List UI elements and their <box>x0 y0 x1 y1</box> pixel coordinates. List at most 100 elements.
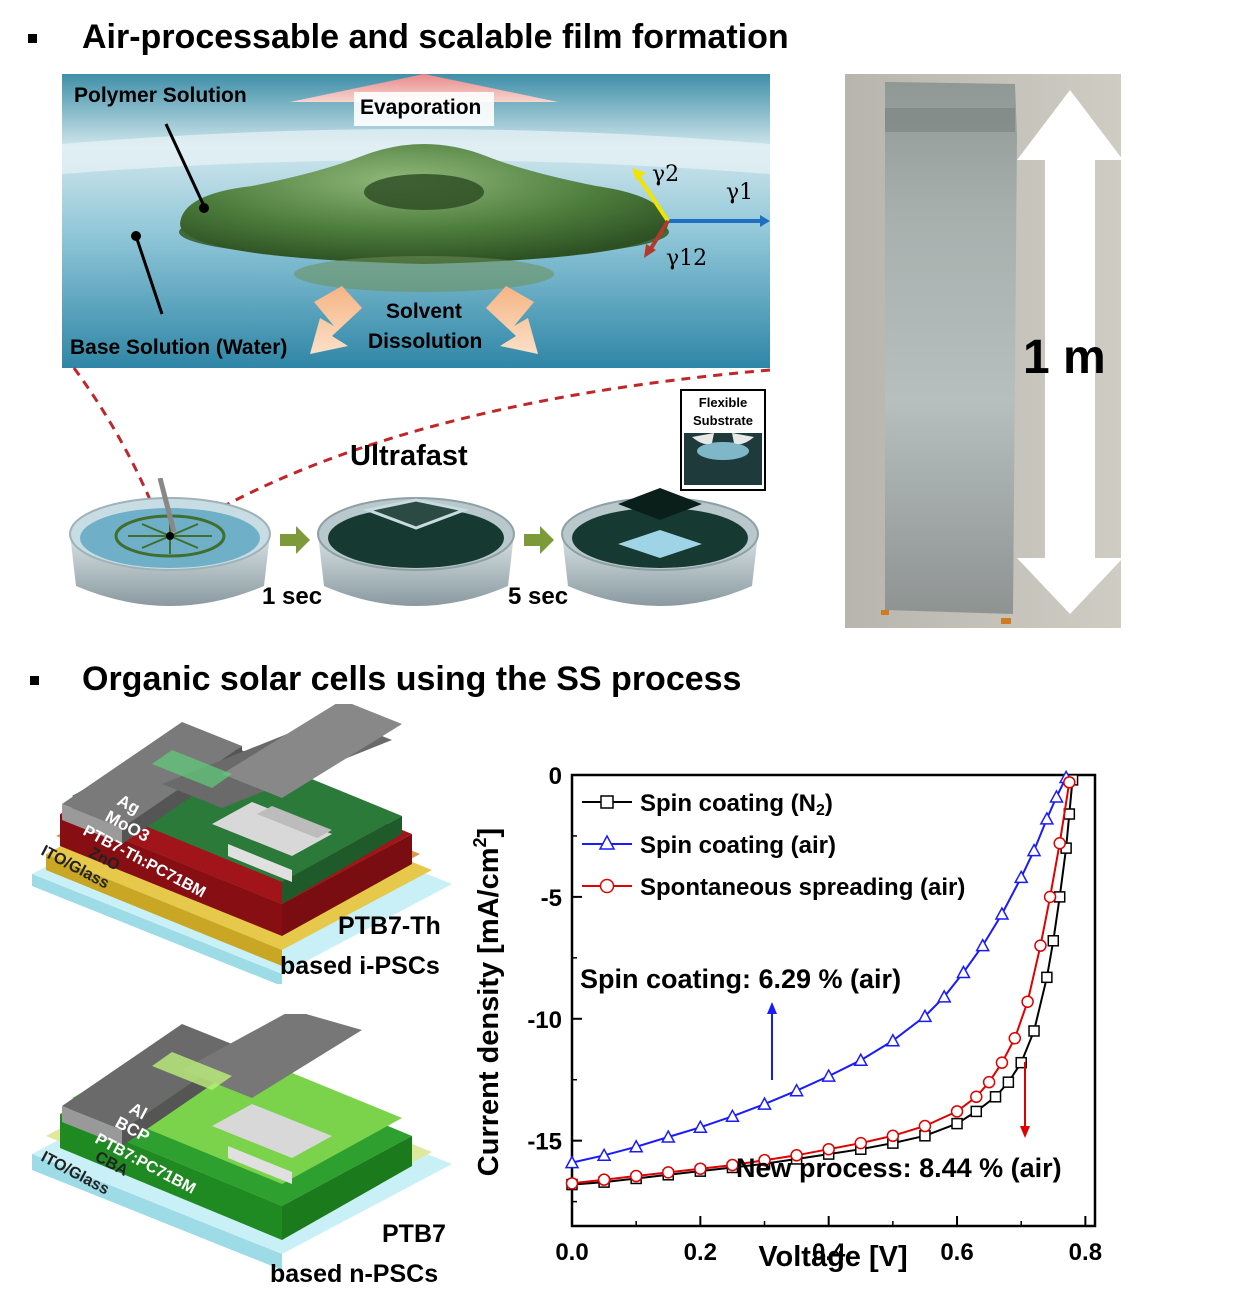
data-point-triangle <box>757 1096 772 1110</box>
data-point-triangle <box>956 964 971 979</box>
spreading-diagram: Polymer Solution Evaporation Base Soluti… <box>62 74 770 368</box>
data-point-triangle <box>975 938 990 952</box>
data-point-circle <box>790 1149 803 1162</box>
series-line-2 <box>571 782 1071 1185</box>
data-point-circle <box>726 1158 739 1172</box>
data-point-triangle <box>1026 843 1042 857</box>
solvent-arrow-left <box>310 286 362 354</box>
data-point-triangle <box>885 1033 901 1047</box>
polymer-solution-label: Polymer Solution <box>74 84 247 107</box>
gamma2-vector <box>636 174 670 223</box>
x-tick-label: 0.2 <box>684 1239 717 1266</box>
data-point-circle <box>629 1169 643 1183</box>
data-point-square <box>1041 971 1053 984</box>
x-axis-label: Voltage [V] <box>758 1241 907 1273</box>
data-point-triangle <box>789 1083 804 1097</box>
legend: Spin coating (N2) Spin coating (air) Spo… <box>582 790 965 901</box>
data-point-triangle <box>917 1008 933 1023</box>
data-point-circle <box>758 1153 771 1167</box>
legend-item-ss: Spontaneous spreading (air) <box>582 874 965 901</box>
flexible-substrate-inset: Flexible Substrate <box>680 389 766 491</box>
petri-dish-sequence <box>69 478 759 606</box>
data-point-triangle <box>564 1155 580 1169</box>
x-tick-label: 0.4 <box>812 1239 846 1266</box>
device1-caption-line2: based i-PSCs <box>280 952 440 980</box>
gamma12-vector <box>648 219 670 252</box>
flexible-substrate-icon <box>684 433 762 485</box>
data-point-square <box>1002 1076 1015 1088</box>
data-point-circle <box>886 1129 900 1143</box>
scale-label: 1 m <box>1023 331 1106 384</box>
petri-dish-initial <box>69 478 271 606</box>
data-point-circle <box>1053 837 1066 850</box>
data-point-triangle <box>660 1129 676 1143</box>
data-point-square <box>1028 1025 1040 1037</box>
section-heading-film-formation: Air-processable and scalable film format… <box>82 18 789 56</box>
data-point-square <box>970 1105 983 1118</box>
data-point-triangle <box>994 906 1010 920</box>
data-point-circle <box>1021 995 1034 1008</box>
plot-frame <box>570 773 1097 1228</box>
annotation-new-process: New process: 8.44 % (air) <box>736 1153 1062 1183</box>
x-tick-label: 0.6 <box>940 1239 973 1266</box>
data-point-square <box>1047 935 1060 947</box>
device-structure-i-psc: Ag MoO3 PTB7-Th:PC71BM ZnO ITO/Glass <box>32 704 452 984</box>
petri-dish-5sec <box>561 488 759 606</box>
polymer-pointer-line <box>164 123 206 207</box>
ultrafast-label: Ultrafast <box>350 440 468 472</box>
data-point-triangle <box>1049 789 1064 803</box>
base-solution-label: Base Solution (Water) <box>70 336 288 359</box>
y-axis-label: Current density [mA/cm2] <box>470 828 505 1176</box>
device2-caption-line1: PTB7 <box>382 1220 446 1248</box>
data-point-triangle <box>853 1052 869 1066</box>
y-tick-label: -10 <box>527 1007 562 1034</box>
data-point-circle <box>1008 1032 1022 1045</box>
annotation-spin-coating: Spin coating: 6.29 % (air) <box>580 964 901 994</box>
bullet-marker-1 <box>28 34 37 43</box>
data-point-circle <box>662 1166 675 1179</box>
scale-double-arrow <box>1017 90 1123 614</box>
legend-label-n2: Spin coating (N2) <box>640 790 833 819</box>
solvent-label: Solvent <box>386 300 462 323</box>
data-point-triangle <box>628 1139 644 1153</box>
x-tick-label: 0.8 <box>1069 1239 1102 1266</box>
data-point-circle <box>854 1136 868 1150</box>
substrate-label: Substrate <box>693 413 753 428</box>
y-tick-label: -15 <box>527 1129 562 1156</box>
spreading-diagram-svg <box>62 74 770 368</box>
data-point-circle <box>970 1090 983 1104</box>
data-point-circle <box>918 1119 932 1133</box>
data-point-triangle <box>821 1068 836 1082</box>
film-strip <box>885 82 1017 614</box>
device2-caption-line2: based n-PSCs <box>270 1260 439 1288</box>
series-layer <box>564 769 1079 1191</box>
y-tick-label: 0 <box>549 763 562 790</box>
data-point-circle <box>1034 939 1047 952</box>
legend-label-air: Spin coating (air) <box>640 832 836 859</box>
data-point-triangle <box>1013 869 1029 884</box>
data-point-circle <box>982 1075 996 1089</box>
data-point-circle <box>822 1142 835 1156</box>
flexible-label: Flexible <box>698 395 748 410</box>
data-point-circle <box>597 1173 611 1186</box>
device2-layer-al: Al <box>126 1099 150 1124</box>
time-label-5sec: 5 sec <box>508 583 569 610</box>
gamma1-label: γ1 <box>726 180 754 205</box>
large-film-photo: 1 m <box>845 74 1123 628</box>
legend-item-n2: Spin coating (N2) <box>582 790 833 819</box>
data-point-triangle <box>1039 811 1055 825</box>
data-point-triangle <box>725 1108 740 1123</box>
time-label-1sec: 1 sec <box>262 583 323 610</box>
step-arrow-1 <box>280 526 310 554</box>
device1-caption-line1: PTB7-Th <box>338 912 441 940</box>
x-tick-label: 0.0 <box>555 1239 588 1266</box>
data-point-triangle <box>936 989 952 1003</box>
data-point-circle <box>565 1177 579 1190</box>
gamma12-label: γ12 <box>666 246 708 271</box>
legend-item-air: Spin coating (air) <box>582 832 836 859</box>
data-point-triangle <box>693 1119 708 1134</box>
step-arrow-2 <box>524 526 554 554</box>
base-pointer-line <box>134 235 164 315</box>
